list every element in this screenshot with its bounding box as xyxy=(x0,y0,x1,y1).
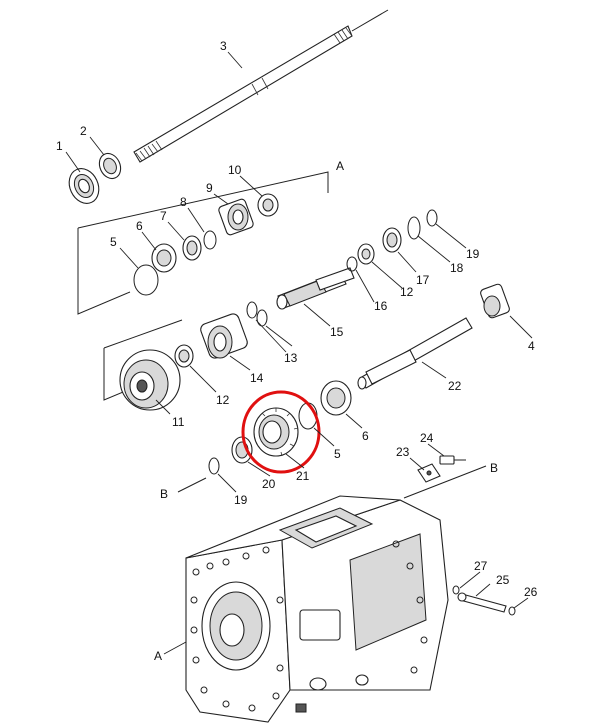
snap-ring-part-19-upper xyxy=(426,209,438,227)
bearing-part-6-lower xyxy=(320,380,352,416)
callout-19-upper: 19 xyxy=(466,247,480,261)
callout-12-upper: 12 xyxy=(400,285,414,299)
callout-21: 21 xyxy=(296,469,310,483)
callout-5-lower: 5 xyxy=(334,447,341,461)
bearing-part-10 xyxy=(257,193,279,217)
bearing-part-12-upper xyxy=(357,243,375,265)
callout-25: 25 xyxy=(496,573,510,587)
clutch-drum-part-11 xyxy=(119,349,181,411)
callout-11: 11 xyxy=(172,415,185,429)
callout-20: 20 xyxy=(262,477,276,491)
clutch-housing-part-14 xyxy=(200,313,248,359)
callout-5-upper: 5 xyxy=(110,235,117,249)
ref-a-bottom: A xyxy=(154,649,162,663)
input-shaft-part-15 xyxy=(276,267,355,310)
bearing-part-6-upper xyxy=(151,243,177,273)
callout-19-lower: 19 xyxy=(234,493,248,507)
reference-letters: A A B B xyxy=(154,159,498,663)
countershaft-part-22 xyxy=(357,317,473,390)
ring-part-27 xyxy=(452,585,460,595)
callout-6-upper: 6 xyxy=(136,219,143,233)
callout-9: 9 xyxy=(206,181,213,195)
needle-bearing-part-17 xyxy=(382,227,402,253)
needle-bearing-part-20 xyxy=(231,436,253,464)
callout-12-lower: 12 xyxy=(216,393,230,407)
callout-10: 10 xyxy=(228,163,242,177)
callout-18: 18 xyxy=(450,261,464,275)
ref-b-right: B xyxy=(490,461,498,475)
ring-part-18 xyxy=(407,216,421,240)
callout-26: 26 xyxy=(524,585,538,599)
callout-2: 2 xyxy=(80,124,87,138)
needle-bearing-part-7 xyxy=(182,235,202,261)
snap-ring-part-5-lower xyxy=(298,402,318,430)
callout-6-lower: 6 xyxy=(362,429,369,443)
seal-part-1 xyxy=(68,168,100,204)
assembly-a-lower-bracket xyxy=(103,319,183,401)
ref-b-left: B xyxy=(160,487,168,501)
sleeve-part-4 xyxy=(480,283,510,319)
callout-16: 16 xyxy=(374,299,388,313)
o-rings-part-13 xyxy=(246,301,268,327)
callout-22: 22 xyxy=(448,379,462,393)
callout-labels: 1 2 3 4 5 5 6 6 7 8 9 10 11 12 12 13 14 … xyxy=(56,39,538,599)
ring-part-16 xyxy=(346,256,358,272)
transmission-case xyxy=(185,495,449,723)
callout-23: 23 xyxy=(396,445,410,459)
plate-part-23 xyxy=(417,463,441,483)
bolt-part-24 xyxy=(439,455,466,465)
ref-a-top: A xyxy=(336,159,344,173)
reference-b-lines xyxy=(177,465,487,499)
pin-part-25 xyxy=(457,592,507,613)
callout-4: 4 xyxy=(528,339,535,353)
callout-27: 27 xyxy=(474,559,488,573)
callout-8: 8 xyxy=(180,195,187,209)
bearing-part-12-lower xyxy=(174,344,194,368)
main-shaft-part-3 xyxy=(133,9,389,163)
callout-15: 15 xyxy=(330,325,344,339)
assembly-a-upper-bracket xyxy=(77,171,329,315)
gear-part-21 xyxy=(253,407,299,457)
callout-3: 3 xyxy=(220,39,227,53)
callout-17: 17 xyxy=(416,273,430,287)
callout-14: 14 xyxy=(250,371,264,385)
callout-13: 13 xyxy=(284,351,298,365)
callout-1: 1 xyxy=(56,139,63,153)
bearing-part-2 xyxy=(98,152,122,180)
snap-ring-part-19-lower xyxy=(208,457,220,475)
callout-24: 24 xyxy=(420,431,434,445)
callout-7: 7 xyxy=(160,209,167,223)
sleeve-part-9 xyxy=(218,198,254,236)
ring-part-8 xyxy=(203,230,217,250)
snap-ring-part-5-upper xyxy=(133,264,159,296)
leader-lines xyxy=(65,51,533,655)
ring-part-26 xyxy=(508,606,516,616)
